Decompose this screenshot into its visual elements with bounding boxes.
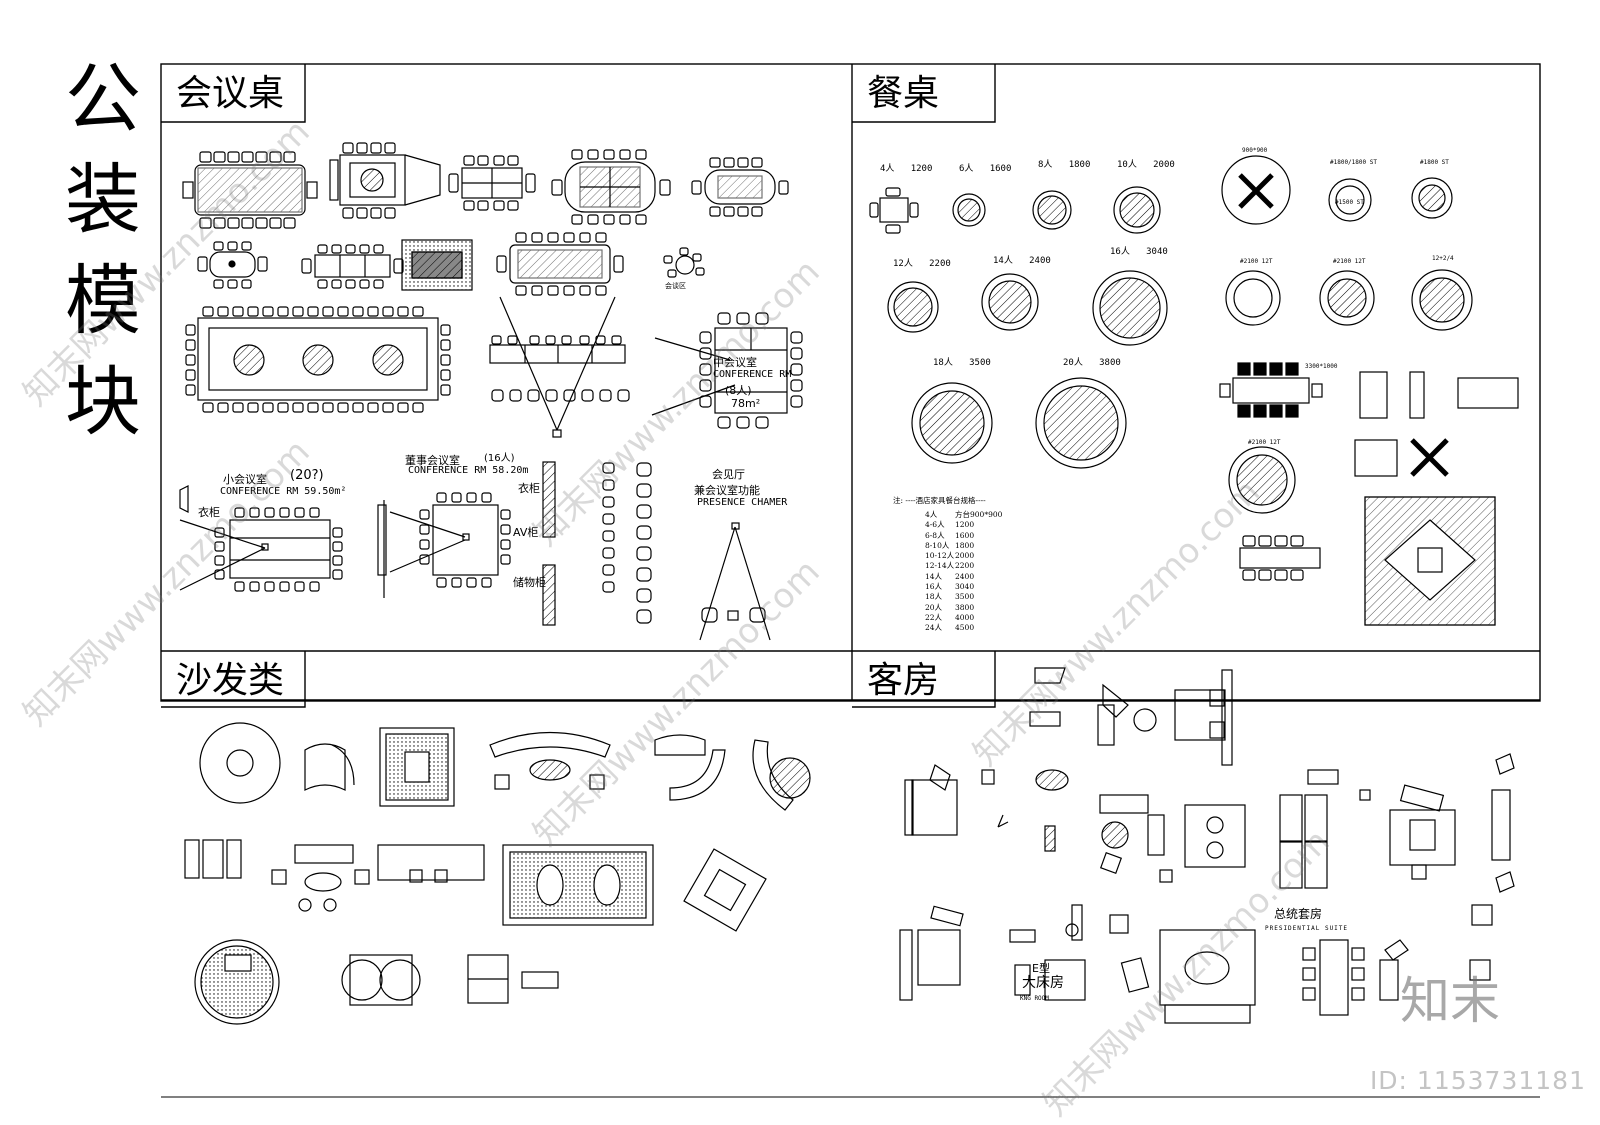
king-room-en: KNG ROOM [1020,995,1049,1002]
wardrobe-label: 衣柜 [518,482,540,495]
reception-cn: 会见厅 [712,468,745,481]
dining-notes-heading: 注: ----酒店家具餐台规格---- [893,496,986,505]
dining-tag: #2100 12T [1240,258,1273,265]
panel-title-guestroom: 客房 [867,660,940,701]
dining-tables [869,155,1519,626]
dining-tag: #1800 ST [1420,159,1449,166]
meeting-tables [179,142,803,641]
mid-room-cn: 中会议室 [713,356,757,369]
title-char: 模 [65,256,141,345]
image-id: ID: 1153731181 [1369,1066,1586,1095]
dining-size-label: 4人 1200 [880,164,933,174]
sofa-symbols [184,722,811,1025]
reception-sub: 兼会议室功能 [694,484,760,497]
wardrobe-label: 衣柜 [198,506,220,519]
guestroom-symbols [899,667,1515,1024]
small-room-count: (20?) [290,468,324,483]
board-room-cn: 董事会议室 [405,454,460,467]
panel-frames [160,63,1541,708]
suite-label: 总统套房 [1274,907,1323,921]
title-char: 块 [65,357,141,446]
board-room-people: (16人) [484,453,515,464]
suite-en: PRESIDENTIAL SUITE [1265,925,1349,932]
dining-tag: #1800/1800 ST [1330,159,1377,166]
dining-tag: 900*900 [1242,147,1268,154]
dining-note-row: 4人方台900*900 [925,510,1003,519]
mid-room-area: 78m² [731,397,761,410]
reception-en: PRESENCE CHAMER [697,497,788,508]
av-cabinet-label: AV柜 [513,526,539,539]
dining-tag: #2100 12T [1248,439,1281,446]
title-char: 公 [65,54,141,143]
meeting-area-label: 会谈区 [665,282,686,290]
title-char: 装 [65,155,141,244]
mid-room-people: (8人) [725,384,752,397]
board-room-en: CONFERENCE RM 58.20m [408,465,529,476]
dining-tag: 3300*1000 [1305,363,1338,370]
dining-size-label: 16人 3040 [1110,247,1168,257]
dining-size-label: 12人 2200 [893,259,951,269]
dining-size-label: 8人 1800 [1038,160,1091,170]
dining-tag: #1500 ST [1335,199,1364,206]
brand-logo: 知末 [1400,972,1500,1030]
dining-tag: 12+2/4 [1432,255,1454,262]
small-room-cn: 小会议室 [223,473,267,486]
room-type-label: E型 [1032,962,1050,975]
dining-size-label: 20人 3800 [1063,358,1121,368]
vertical-title: 公 装 模 块 [58,48,148,452]
dining-size-label: 14人 2400 [993,256,1051,266]
panel-title-dining: 餐桌 [867,73,940,114]
panel-title-sofa: 沙发类 [176,660,285,701]
dining-tag: #2100 12T [1333,258,1366,265]
panel-title-meeting: 会议桌 [176,73,285,114]
storage-label: 储物柜 [513,576,546,589]
mid-room-en: CONFERENCE RM [713,369,792,380]
dining-size-label: 18人 3500 [933,358,991,368]
dining-size-label: 6人 1600 [959,164,1012,174]
king-room-label: 大床房 [1022,975,1064,991]
small-room-en: CONFERENCE RM 59.50m² [220,486,347,497]
dining-size-label: 10人 2000 [1117,160,1175,170]
